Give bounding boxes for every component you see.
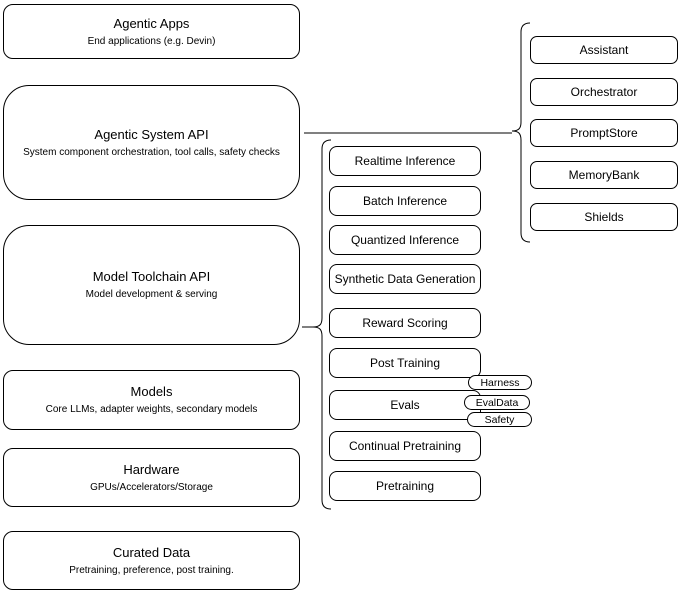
node-title: Hardware [123,461,180,477]
node-label: Reward Scoring [362,316,448,330]
node-label: Pretraining [375,479,435,493]
node-label: Shields [584,210,624,224]
node-model-toolchain-api: Model Toolchain API Model development & … [3,225,300,345]
node-label: Batch Inference [362,194,448,208]
node-reward-scoring: Reward Scoring [329,308,481,338]
node-subtitle: Pretraining, preference, post training. [69,564,234,576]
node-title: Models [130,384,173,399]
node-agentic-system-api: Agentic System API System component orch… [3,85,300,200]
node-orchestrator: Orchestrator [530,78,678,106]
node-label: Synthetic Data Generation [334,272,476,286]
node-subtitle: End applications (e.g. Devin) [87,35,216,47]
node-label: Assistant [579,43,629,57]
node-title: Curated Data [112,544,191,560]
tag-safety: Safety [467,412,532,427]
node-subtitle: Model development & serving [85,289,218,300]
node-hardware: Hardware GPUs/Accelerators/Storage [3,448,300,507]
components-brace-connector [511,22,531,243]
node-quantized-inference: Quantized Inference [329,225,481,255]
node-subtitle: Core LLMs, adapter weights, secondary mo… [45,404,258,415]
node-agentic-apps: Agentic Apps End applications (e.g. Devi… [3,4,300,59]
node-batch-inference: Batch Inference [329,186,481,216]
node-label: Realtime Inference [354,154,456,168]
node-memorybank: MemoryBank [530,161,678,189]
node-synthetic-data-generation: Synthetic Data Generation [329,264,481,294]
node-evals: Evals [329,390,481,420]
node-label: MemoryBank [568,168,640,182]
node-models: Models Core LLMs, adapter weights, secon… [3,370,300,430]
tag-harness: Harness [468,375,532,390]
node-title: Agentic System API [94,126,209,142]
tag-label: Harness [480,376,520,389]
node-realtime-inference: Realtime Inference [329,146,481,176]
tag-evaldata: EvalData [464,395,530,410]
toolchain-brace-connector [312,139,332,510]
node-title: Agentic Apps [113,15,190,31]
node-curated-data: Curated Data Pretraining, preference, po… [3,531,300,590]
node-post-training: Post Training [329,348,481,378]
node-assistant: Assistant [530,36,678,64]
node-shields: Shields [530,203,678,231]
node-label: PromptStore [570,126,638,140]
node-title: Model Toolchain API [92,269,211,284]
node-continual-pretraining: Continual Pretraining [329,431,481,461]
node-pretraining: Pretraining [329,471,481,501]
node-label: Quantized Inference [350,233,460,247]
node-label: Evals [390,398,420,412]
tag-label: Safety [484,413,515,426]
node-promptstore: PromptStore [530,119,678,147]
node-label: Orchestrator [570,85,638,99]
node-label: Continual Pretraining [348,439,462,453]
node-label: Post Training [369,356,441,370]
node-subtitle: GPUs/Accelerators/Storage [90,481,213,493]
node-subtitle: System component orchestration, tool cal… [23,146,280,158]
tag-label: EvalData [475,396,519,409]
